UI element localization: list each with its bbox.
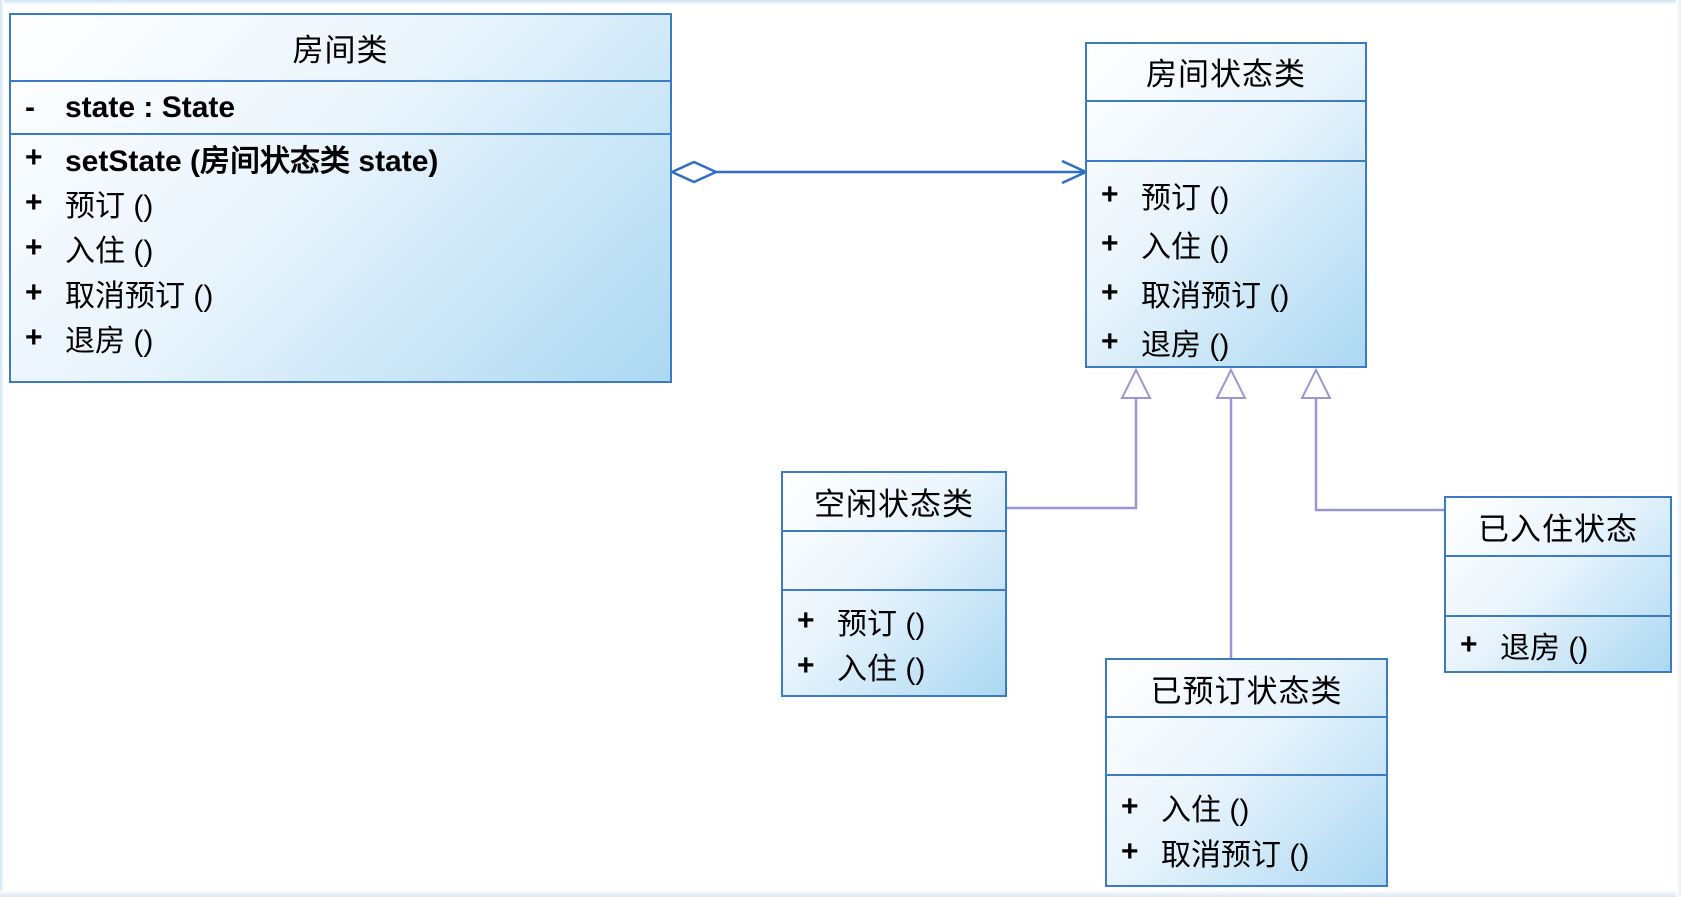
class-title-idle-state: 空闲状态类 (814, 487, 974, 522)
method-text: 入住 () (1161, 793, 1250, 827)
generalization-triangle-icon-reserved (1215, 367, 1247, 399)
class-title-room: 房间类 (292, 33, 389, 68)
attribute-row: - state : State (11, 85, 670, 130)
class-title-occupied-state: 已入住状态 (1478, 512, 1638, 547)
visibility-marker: + (1121, 834, 1139, 868)
method-text: setState (房间状态类 state) (65, 144, 439, 178)
visibility-marker: + (25, 185, 43, 219)
class-attrs-room: - state : State (11, 80, 670, 133)
class-methods-occupied-state: + 退房 () (1446, 615, 1670, 671)
visibility-marker: + (25, 140, 43, 174)
page-edge-left (0, 0, 4, 897)
visibility-marker: + (1101, 275, 1119, 309)
visibility-marker: + (25, 230, 43, 264)
visibility-marker: + (797, 648, 815, 682)
generalization-line-idle (1007, 398, 1138, 510)
method-text: 预订 () (1141, 181, 1230, 215)
method-row: + 入住 () (1087, 219, 1365, 268)
class-methods-room-state: + 预订 () + 入住 () + 取消预订 () + 退房 () (1087, 160, 1365, 366)
class-box-idle-state: 空闲状态类 + 预订 () + 入住 () (781, 471, 1007, 697)
method-row: + 取消预订 () (11, 270, 670, 315)
method-row: + 预订 () (1087, 170, 1365, 219)
method-row: + 退房 () (1446, 622, 1670, 667)
method-text: 预订 () (65, 189, 154, 223)
visibility-marker: + (25, 320, 43, 354)
method-row: + 退房 () (1087, 317, 1365, 366)
method-row: + 预订 () (11, 180, 670, 225)
class-methods-reserved-state: + 入住 () + 取消预订 () (1107, 774, 1386, 885)
page-edge-bottom (0, 890, 1681, 897)
class-box-reserved-state: 已预订状态类 + 入住 () + 取消预订 () (1105, 658, 1388, 887)
page-edge-right (1676, 0, 1681, 897)
class-attrs-occupied-state (1446, 555, 1670, 615)
attribute-text: state : State (65, 90, 236, 124)
method-text: 入住 () (837, 652, 926, 686)
visibility-marker: + (797, 603, 815, 637)
method-text: 退房 () (1141, 328, 1230, 362)
method-row: + 入住 () (11, 225, 670, 270)
class-attrs-reserved-state (1107, 716, 1386, 774)
class-box-occupied-state: 已入住状态 + 退房 () (1444, 496, 1672, 673)
method-row: + 预订 () (783, 598, 1005, 643)
class-methods-idle-state: + 预订 () + 入住 () (783, 589, 1005, 695)
method-text: 入住 () (1141, 230, 1230, 264)
method-text: 退房 () (1500, 631, 1589, 665)
method-text: 取消预订 () (65, 279, 214, 313)
method-row: + 入住 () (1107, 784, 1386, 829)
class-title-room-state: 房间状态类 (1146, 57, 1306, 93)
method-row: + 取消预订 () (1087, 268, 1365, 317)
class-attrs-room-state (1087, 99, 1365, 160)
visibility-marker: + (1460, 627, 1478, 661)
class-title-reserved-state: 已预订状态类 (1150, 673, 1343, 709)
method-text: 取消预订 () (1161, 838, 1310, 872)
method-text: 退房 () (65, 324, 154, 358)
visibility-marker: + (1101, 324, 1119, 358)
aggregation-diamond-icon (668, 160, 720, 184)
page-edge-top (0, 0, 1681, 5)
method-text: 取消预订 () (1141, 279, 1290, 313)
method-row: + 取消预订 () (1107, 829, 1386, 874)
method-row: + setState (房间状态类 state) (11, 135, 670, 180)
class-methods-room: + setState (房间状态类 state) + 预订 () + 入住 ()… (11, 133, 670, 381)
class-box-room-state: 房间状态类 + 预订 () + 入住 () + 取消预订 () + 退房 () (1085, 42, 1367, 368)
visibility-marker: + (25, 275, 43, 309)
visibility-marker: + (1101, 177, 1119, 211)
method-text: 入住 () (65, 234, 154, 268)
visibility-marker: - (25, 90, 35, 124)
class-box-room: 房间类 - state : State + setState (房间状态类 st… (9, 13, 672, 383)
class-attrs-idle-state (783, 530, 1005, 589)
generalization-triangle-icon-occupied (1300, 367, 1332, 399)
generalization-triangle-icon-idle (1120, 367, 1152, 399)
method-row: + 退房 () (11, 315, 670, 360)
visibility-marker: + (1101, 226, 1119, 260)
method-text: 预订 () (837, 607, 926, 641)
generalization-line-occupied (1314, 398, 1445, 512)
visibility-marker: + (1121, 789, 1139, 823)
method-row: + 入住 () (783, 643, 1005, 688)
